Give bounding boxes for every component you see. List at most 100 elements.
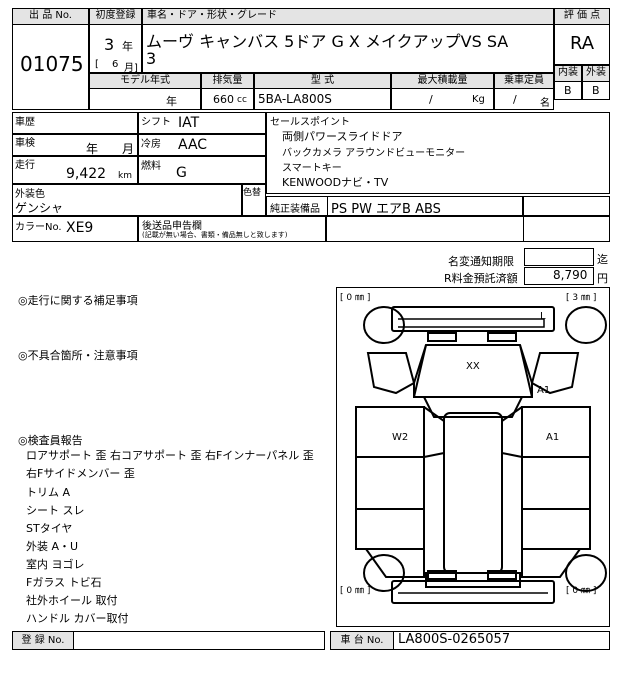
damage-mark-l: L xyxy=(540,311,546,322)
damage-mark-right-front: A1 xyxy=(537,385,551,396)
first-reg-box xyxy=(89,24,142,73)
inspector-line: ロアサポート 歪 右コアサポート 歪 右Fインナーパネル 歪 xyxy=(26,449,314,462)
sales-points-label: セールスポイント xyxy=(270,117,350,128)
model-year-unit: 年 xyxy=(166,95,177,108)
windshield xyxy=(422,396,524,418)
blank-box-right xyxy=(523,216,610,242)
repaint-box xyxy=(242,184,266,216)
rear-quarter-right xyxy=(521,548,582,578)
inspection-box xyxy=(12,134,138,156)
color-no-box xyxy=(12,216,138,242)
shift-value: IAT xyxy=(178,115,200,131)
max-load-slash: / xyxy=(429,93,433,106)
front-fender-right xyxy=(530,352,580,395)
title-change-unit: 迄 xyxy=(597,253,608,266)
car-name-box xyxy=(142,24,554,73)
color-box xyxy=(12,184,242,216)
damage-mark-hood: XX xyxy=(466,361,480,372)
fuel-label: 燃料 xyxy=(141,161,161,172)
inspector-line: Fガラス トビ石 xyxy=(26,576,102,589)
capacity-slash: / xyxy=(513,93,517,106)
max-load-box xyxy=(391,88,494,110)
first-reg-year-unit: 年 xyxy=(122,40,133,53)
cabin-left xyxy=(355,406,425,458)
interior-grade-box xyxy=(554,81,582,100)
roof xyxy=(443,412,503,574)
color-no-label: カラーNo. xyxy=(15,222,62,233)
color-value: ゲンシャ xyxy=(15,201,64,215)
tire-bottom-left xyxy=(363,554,405,593)
history-label: 車歴 xyxy=(15,117,35,128)
recycle-value: 8,790 xyxy=(553,268,588,282)
tire-depth-top-left: [ 0 ㎜ ] xyxy=(340,293,371,303)
sales-point: スマートキー xyxy=(282,163,342,174)
front-door-left xyxy=(355,456,425,510)
inspection-label: 車検 xyxy=(15,138,35,149)
ac-box xyxy=(138,134,266,156)
chassis-label: 車 台 No. xyxy=(330,631,394,650)
lot-no: 01075 xyxy=(20,52,84,76)
front-door-right xyxy=(521,456,591,510)
reg-no-label: 登 録 No. xyxy=(12,631,74,650)
inspector-line: シート スレ xyxy=(26,504,85,517)
title-change-box xyxy=(524,248,594,266)
shift-label: シフト xyxy=(141,117,171,128)
car-diagram-frame xyxy=(336,287,610,627)
color-label: 外装色 xyxy=(15,189,45,200)
type-box xyxy=(254,88,391,110)
inspector-line: 社外ホイール 取付 xyxy=(26,594,118,607)
fuel-box xyxy=(138,156,266,184)
mileage-value: 9,422 xyxy=(66,166,107,182)
first-reg-bracket: [ xyxy=(95,59,99,70)
score-box xyxy=(554,24,610,65)
repaint-label: 色替 xyxy=(243,188,262,198)
capacity-box xyxy=(494,88,554,110)
ac-value: AAC xyxy=(178,137,208,153)
mileage-box xyxy=(12,156,138,184)
exterior-grade: B xyxy=(592,84,600,97)
inspector-report-label: ◎検査員報告 xyxy=(18,434,83,447)
inspector-line: STタイヤ xyxy=(26,522,73,535)
capacity-unit: 名 xyxy=(540,98,550,109)
mileage-unit: km xyxy=(118,171,132,181)
fuel-value: G xyxy=(176,165,187,181)
score-value: RA xyxy=(570,33,595,54)
inspector-line: 右Fサイドメンバー 歪 xyxy=(26,467,135,480)
damage-mark-left-door: W2 xyxy=(392,432,409,443)
tire-top-right xyxy=(565,306,607,345)
tire-depth-bottom-left: [ 0 ㎜ ] xyxy=(340,586,371,596)
lot-no-label: 出 品 No. xyxy=(12,8,89,25)
car-name-line1: ムーヴ キャンバス 5ドア G X メイクアップVS SA xyxy=(146,32,509,51)
chassis-value: LA800S-0265057 xyxy=(398,632,511,647)
sales-point: KENWOODナビ・TV xyxy=(282,176,389,189)
type-value: 5BA-LA800S xyxy=(258,92,332,106)
tire-bottom-right xyxy=(565,554,607,593)
blank-box xyxy=(326,216,524,242)
ac-label: 冷房 xyxy=(141,139,161,150)
color-no-value: XE9 xyxy=(66,220,94,236)
model-year-label: モデル年式 xyxy=(89,73,201,89)
chassis-box xyxy=(393,631,610,650)
car-name-line2: 3 xyxy=(146,49,157,68)
car-name-label: 車名・ドア・形状・グレード xyxy=(142,8,554,25)
lot-no-box xyxy=(12,24,89,110)
tire-depth-bottom-right: [ 0 ㎜ ] xyxy=(566,586,597,596)
rear-quarter-left xyxy=(364,548,425,578)
equip-label: 純正装備品 xyxy=(270,204,320,215)
max-load-label: 最大積載量 xyxy=(391,73,494,89)
displacement-value: 660 xyxy=(213,93,234,106)
first-reg-label: 初度登録 xyxy=(89,8,142,25)
history-box xyxy=(12,112,138,134)
recycle-unit: 円 xyxy=(597,272,608,285)
shift-box xyxy=(138,112,266,134)
rear-bumper xyxy=(391,306,555,332)
first-reg-month: 6 xyxy=(112,59,119,70)
car-diagram xyxy=(355,306,607,604)
recycle-label: R料金預託済額 xyxy=(444,272,518,285)
inspector-line: 室内 ヨゴレ xyxy=(26,558,85,571)
exterior-label: 外装 xyxy=(582,65,610,82)
equip-extra-box xyxy=(523,196,610,216)
sales-point: バックカメラ アラウンドビューモニター xyxy=(282,148,466,159)
defects-notes-label: ◎不具合箇所・注意事項 xyxy=(18,349,138,362)
first-reg-year: 3 xyxy=(104,35,115,54)
